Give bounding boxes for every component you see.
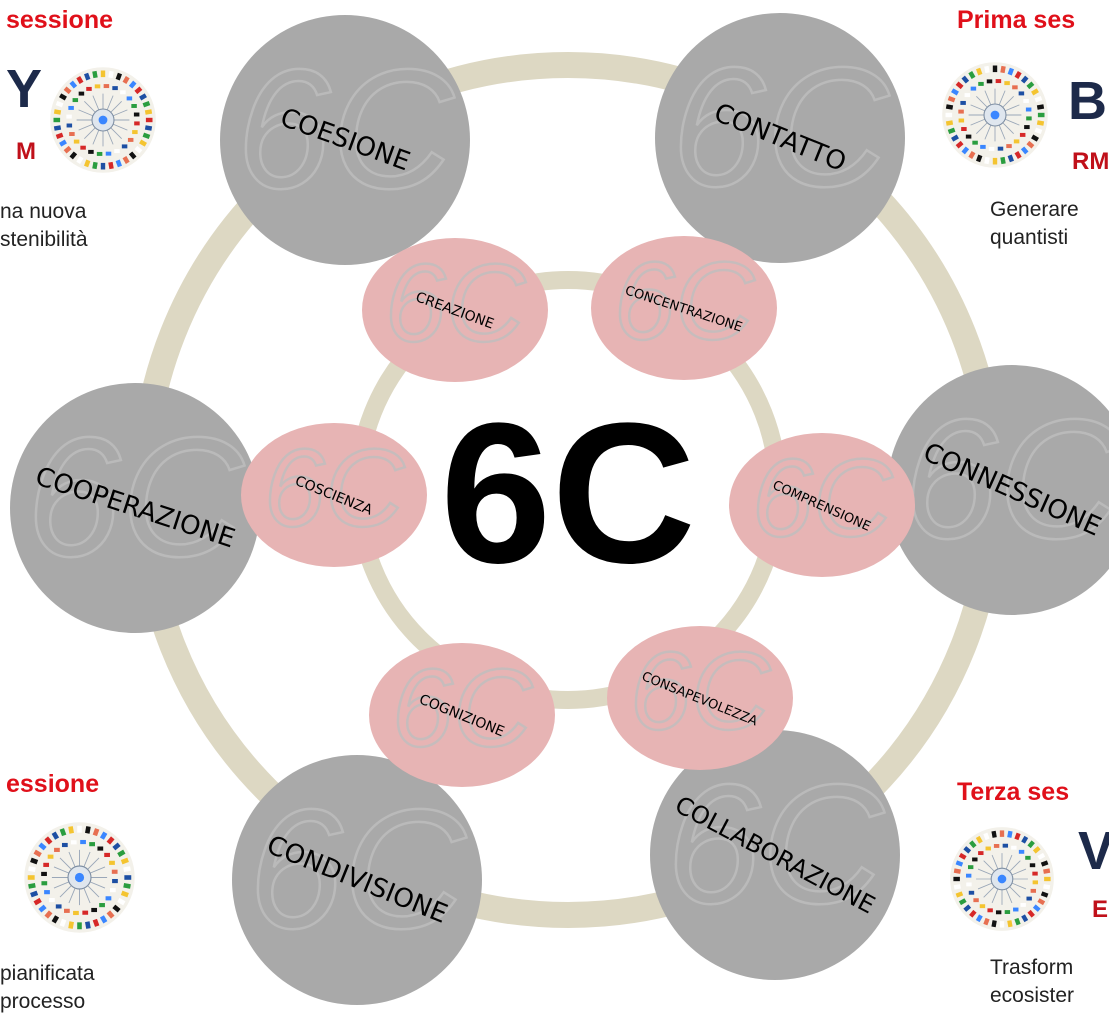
watermark-6c: 6C xyxy=(630,630,772,753)
left-bottom-session-heading: essione xyxy=(6,770,100,798)
inner-node-ellipse xyxy=(607,626,793,770)
watermark-6c: 6C xyxy=(903,385,1109,575)
globe-flags-emblem-icon xyxy=(948,825,1056,933)
right-top-brand-sub: RM xyxy=(1072,148,1109,175)
left-top-brand: Y xyxy=(6,59,43,119)
outer-node-circle xyxy=(220,15,470,265)
globe-flags-emblem-icon xyxy=(48,65,158,175)
watermark-6c: 6C xyxy=(614,240,756,363)
outer-node-circle xyxy=(887,365,1109,615)
inner-node-ellipse xyxy=(241,423,427,567)
watermark-6c: 6C xyxy=(392,647,534,770)
outer-node-circle xyxy=(650,730,900,980)
right-bottom-session-heading: Terza ses xyxy=(957,778,1070,806)
right-top-brand: B xyxy=(1068,71,1107,131)
watermark-6c: 6C xyxy=(248,775,467,965)
watermark-6c: 6C xyxy=(236,35,455,225)
left-top-line-2: stenibilità xyxy=(0,228,88,251)
globe-flags-emblem-icon xyxy=(940,60,1050,170)
left-top-session-heading: sessione xyxy=(6,6,114,34)
right-top-line-1: Generare xyxy=(990,198,1079,221)
watermark-6c: 6C xyxy=(385,242,527,365)
right-bottom-line-1: Trasform xyxy=(990,956,1074,979)
inner-node-ellipse xyxy=(729,433,915,577)
watermark-6c: 6C xyxy=(666,750,885,940)
watermark-6c: 6C xyxy=(264,427,406,550)
right-bottom-brand-sub: E xyxy=(1092,896,1109,923)
inner-node-ellipse xyxy=(369,643,555,787)
right-bottom-brand: V xyxy=(1078,821,1109,881)
left-bottom-line-2: processo xyxy=(0,990,86,1013)
watermark-6c: 6C xyxy=(26,403,245,593)
right-bottom-line-2: ecosister xyxy=(990,984,1075,1007)
watermark-6c: 6C xyxy=(752,437,894,560)
right-top-session-heading: Prima ses xyxy=(957,6,1076,34)
inner-node-ellipse xyxy=(362,238,548,382)
center-label: 6C xyxy=(440,382,696,605)
inner-node-ellipse xyxy=(591,236,777,380)
globe-flags-emblem-icon xyxy=(22,820,137,935)
right-top-line-2: quantisti xyxy=(990,226,1069,249)
outer-node-circle xyxy=(232,755,482,1005)
outer-node-circle xyxy=(655,13,905,263)
watermark-6c: 6C xyxy=(671,33,890,223)
left-bottom-line-1: pianificata xyxy=(0,962,95,985)
left-top-line-1: na nuova xyxy=(0,200,87,223)
left-top-brand-sub: M xyxy=(16,138,36,165)
outer-node-circle xyxy=(10,383,260,633)
